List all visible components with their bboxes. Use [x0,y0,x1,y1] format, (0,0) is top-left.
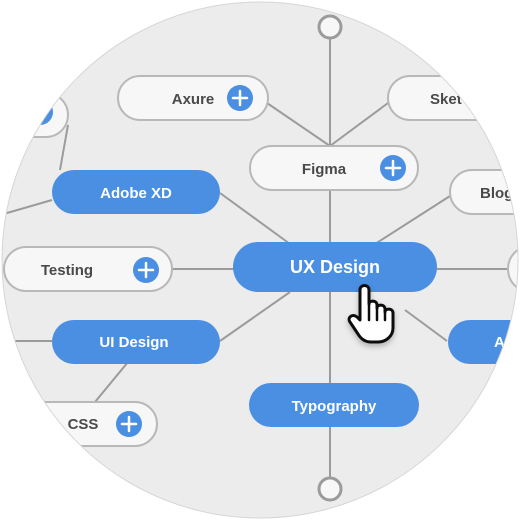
node-blog-label: Blog [480,185,513,202]
node-a-right-label: A [494,334,505,351]
node-sketch-label: Sket [430,91,462,108]
node-testing-label: Testing [41,262,93,279]
node-css[interactable]: CSS [19,401,158,447]
node-sketch[interactable]: Sket [387,75,520,121]
node-adobe-xd[interactable]: Adobe XD [52,170,220,214]
node-ui-design-label: UI Design [99,334,168,351]
top-endpoint-circle[interactable] [317,14,343,40]
node-testing[interactable]: Testing [3,246,173,292]
node-ui-design[interactable]: UI Design [52,320,220,364]
node-typography[interactable]: Typography [249,383,419,427]
node-center-ux-design[interactable]: UX Design [233,242,437,292]
node-adobe-xd-label: Adobe XD [100,185,172,202]
node-axure[interactable]: Axure [117,75,269,121]
partial-node-right[interactable] [507,246,520,292]
plus-icon[interactable] [133,257,159,283]
plus-icon[interactable] [380,155,406,181]
node-css-label: CSS [68,416,99,433]
node-figma[interactable]: Figma [249,145,419,191]
node-center-label: UX Design [290,257,380,277]
plus-icon[interactable] [227,85,253,111]
bottom-endpoint-circle[interactable] [317,476,343,502]
node-blog[interactable]: Blog [449,169,520,215]
node-figma-label: Figma [302,161,347,178]
node-typography-label: Typography [292,398,377,415]
connector-lines [2,28,510,488]
pointer-hand-icon [347,284,395,344]
plus-icon[interactable] [116,411,142,437]
node-axure-label: Axure [172,91,215,108]
